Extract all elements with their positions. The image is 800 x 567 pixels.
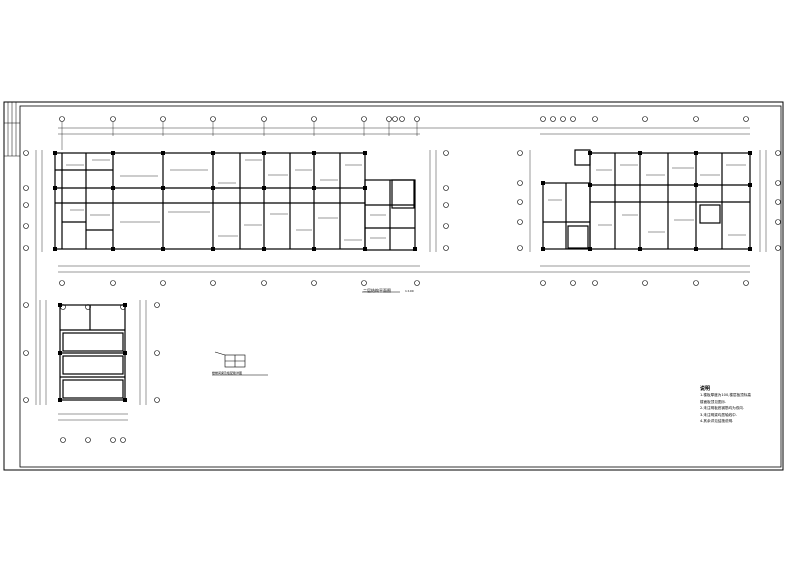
axis-bubbles-top <box>59 116 420 122</box>
axis-bubbles-left <box>23 150 449 251</box>
dimension-lines-side <box>35 150 437 300</box>
floor-plan-small <box>23 300 160 443</box>
note-item: 1.楼板厚度为100,楼层板顶标高 <box>700 393 751 397</box>
detail-title: 楼梯间梁及板配筋详图 <box>212 371 243 375</box>
sheet-frame <box>3 101 784 471</box>
main-plan-scale: 1:100 <box>405 289 414 293</box>
notes-heading: 说明 <box>700 386 711 392</box>
note-item: 楼面板顶见图示. <box>700 399 727 404</box>
slab-rebar <box>66 159 386 241</box>
notes-list: 1.楼板厚度为100,楼层板顶标高 楼面板顶见图示. 2.未注明板底钢筋均为双向… <box>700 392 751 425</box>
dimension-lines-bottom <box>58 265 540 273</box>
note-item: 3.未注明梁均居轴线中. <box>700 412 737 417</box>
stair-detail <box>212 351 268 376</box>
dimension-lines-top <box>58 122 540 150</box>
floor-plan-left <box>23 116 540 300</box>
note-item: 4.其余详见结施说明. <box>700 419 734 424</box>
axis-bubbles-bottom <box>59 280 420 286</box>
columns <box>53 151 417 251</box>
beams-and-walls <box>54 152 416 251</box>
floor-plan-right <box>517 116 781 286</box>
note-item: 2.未注明板底钢筋均为双向. <box>700 406 745 411</box>
main-plan-title: 二层结构平面图 <box>363 288 391 293</box>
